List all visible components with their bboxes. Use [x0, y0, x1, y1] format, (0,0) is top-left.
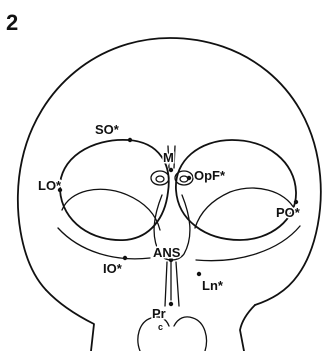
- landmark-point-ln: [197, 272, 201, 276]
- midline-maxilla-lines: [165, 262, 179, 306]
- left-incisor-contour: [138, 317, 169, 351]
- landmark-label-po: PO*: [276, 205, 301, 220]
- landmark-label-opf: OpF*: [194, 168, 226, 183]
- figure-number: 2: [6, 10, 18, 35]
- landmark-label-lo: LO*: [38, 178, 62, 193]
- landmark-label-ans: ANS: [153, 245, 181, 260]
- right-lacrimal-loop-inner: [180, 176, 188, 182]
- left-cheek-contour: [58, 228, 150, 259]
- right-incisor-contour: [174, 317, 207, 351]
- landmark-label-io: IO*: [103, 261, 123, 276]
- landmark-label-m: M: [163, 150, 174, 165]
- left-lacrimal-loop: [151, 171, 169, 185]
- landmark-point-pr: [169, 302, 173, 306]
- landmark-label-ln: Ln*: [202, 278, 224, 293]
- landmark-label-so: SO*: [95, 122, 120, 137]
- landmark-point-opf: [187, 176, 191, 180]
- left-lower-face-outline: [46, 290, 94, 351]
- landmark-point-po: [294, 200, 298, 204]
- landmark-point-m: [169, 168, 173, 172]
- landmark-point-io: [123, 256, 127, 260]
- left-lacrimal-loop-inner: [156, 176, 164, 182]
- landmark-label-pr: Pr: [152, 306, 166, 321]
- right-cheek-contour: [196, 226, 300, 261]
- right-lower-face-outline: [240, 305, 255, 351]
- landmark-point-so: [128, 138, 132, 142]
- landmark-label-pr-subscript: c: [158, 322, 163, 332]
